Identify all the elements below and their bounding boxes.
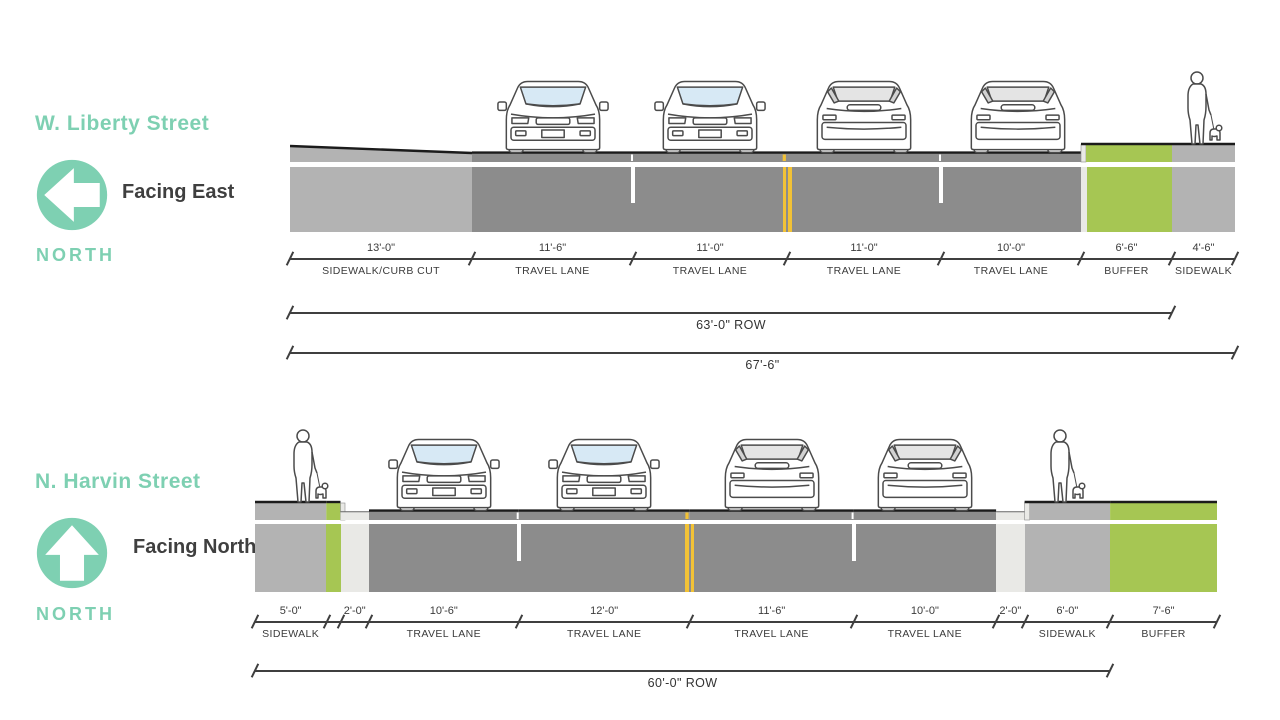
lane-strip xyxy=(472,167,633,232)
dimension-line xyxy=(255,621,1217,623)
curb-edge-strip xyxy=(1081,167,1087,232)
lane-divider-white xyxy=(516,524,521,561)
pedestrian-with-dog-icon xyxy=(1046,428,1086,506)
pedestrian-with-dog-icon xyxy=(289,428,329,506)
car-front-icon xyxy=(548,435,660,513)
elevation-band xyxy=(289,142,1235,164)
sidewalk-strip xyxy=(1024,524,1111,592)
dimension-value: 10'-0" xyxy=(910,605,939,617)
car-front-icon xyxy=(388,435,500,513)
dimension-value: 6'-0" xyxy=(1056,605,1079,617)
lane-strip xyxy=(518,524,690,592)
curb-strip xyxy=(996,524,1025,592)
buffer-strip xyxy=(1110,524,1217,592)
dimension-value: 2'-0" xyxy=(999,605,1022,617)
segment-dimensions: 13'-0" SIDEWALK/CURB CUT 11'-6" TRAVEL LANE… xyxy=(285,0,1239,720)
dimension-line xyxy=(255,670,1111,672)
dimension-value: 6'-6" xyxy=(1115,242,1138,254)
car-rear-icon xyxy=(869,435,981,513)
dimension-value: 11'-0" xyxy=(850,242,878,254)
dimension-label: BUFFER xyxy=(1104,265,1149,277)
dimension-label: TRAVEL LANE xyxy=(515,265,590,277)
dimension-value: 12'-0" xyxy=(590,605,619,617)
street-section-harvin: 5'-0" SIDEWALK 2'-0" 10'-6" TRAVEL LANE 12'-0… xyxy=(250,0,1221,720)
row-dimension: 63'-0" ROW xyxy=(285,0,1235,720)
row-dimension: 60'-0" ROW xyxy=(250,0,1217,720)
dimension-label: TRAVEL LANE xyxy=(973,265,1049,277)
dimension-label: TRAVEL LANE xyxy=(406,628,482,640)
street-title-liberty: W. Liberty Street xyxy=(35,112,210,135)
street-section-liberty: 13'-0" SIDEWALK/CURB CUT 11'-6" TRAVEL LANE… xyxy=(285,0,1239,720)
car-rear-icon xyxy=(962,77,1074,155)
plan-band xyxy=(255,524,1217,592)
segment-dimensions: 5'-0" SIDEWALK 2'-0" 10'-6" TRAVEL LANE 12'-0… xyxy=(250,0,1221,720)
car-front-icon xyxy=(654,77,766,155)
center-line-yellow xyxy=(788,167,792,232)
pedestrian-with-dog-icon xyxy=(1183,70,1223,148)
lane-strip xyxy=(689,524,854,592)
elevation-band xyxy=(255,500,1217,522)
dimension-label: SIDEWALK xyxy=(1174,265,1233,277)
facing-label-harvin: Facing North xyxy=(133,536,257,558)
dimension-label: SIDEWALK xyxy=(262,628,320,640)
plan-band xyxy=(290,167,1235,232)
dimension-value: 10'-0" xyxy=(996,242,1026,254)
north-label-liberty: NORTH xyxy=(36,245,115,265)
dimension-value: 2'-0" xyxy=(343,605,366,617)
dimension-label: TRAVEL LANE xyxy=(566,628,642,640)
car-rear-icon xyxy=(716,435,828,513)
lane-strip xyxy=(633,167,787,232)
row-dimension-label: 63'-0" ROW xyxy=(696,318,766,332)
dimension-value: 4'-6" xyxy=(1192,242,1215,254)
dimension-label: SIDEWALK xyxy=(1038,628,1096,640)
lane-divider-white xyxy=(631,167,635,203)
total-dimension: 67'-6" xyxy=(285,0,1239,720)
north-label-harvin: NORTH xyxy=(36,604,115,624)
lane-divider-white xyxy=(851,524,856,561)
dimension-value: 11'-0" xyxy=(696,242,724,254)
sidewalk-strip xyxy=(1172,167,1235,232)
lane-divider-white xyxy=(939,167,943,203)
lane-strip xyxy=(787,167,941,232)
buffer-strip xyxy=(1087,167,1172,232)
dimension-label: BUFFER xyxy=(1141,628,1186,640)
dimension-label: SIDEWALK/CURB CUT xyxy=(322,265,440,277)
north-arrow-left-icon xyxy=(36,159,108,231)
lane-strip xyxy=(853,524,997,592)
dimension-label: TRAVEL LANE xyxy=(887,628,963,640)
dimension-label: TRAVEL LANE xyxy=(672,265,748,277)
curb-strip xyxy=(340,524,369,592)
dimension-value: 10'-6" xyxy=(429,605,458,617)
dimension-label: TRAVEL LANE xyxy=(826,265,902,277)
row-dimension-label: 60'-0" ROW xyxy=(647,676,718,690)
dimension-line xyxy=(290,258,1235,260)
dimension-label: TRAVEL LANE xyxy=(734,628,809,640)
dimension-value: 5'-0" xyxy=(279,605,302,617)
lane-strip xyxy=(369,524,519,592)
center-line-yellow xyxy=(685,524,689,592)
dimension-value: 13'-0" xyxy=(366,242,396,254)
dimension-value: 7'-6" xyxy=(1152,605,1175,617)
center-line-yellow xyxy=(782,167,786,232)
greenstrip-strip xyxy=(326,524,341,592)
lane-strip xyxy=(941,167,1081,232)
car-rear-icon xyxy=(808,77,920,155)
total-dimension-label: 67'-6" xyxy=(745,358,780,372)
dimension-line xyxy=(290,352,1235,354)
car-front-icon xyxy=(497,77,609,155)
sidewalk-strip xyxy=(290,167,472,232)
center-line-yellow xyxy=(690,524,695,592)
facing-label-liberty: Facing East xyxy=(122,181,235,203)
sidewalk-strip xyxy=(255,524,327,592)
north-arrow-up-icon xyxy=(36,517,108,589)
dimension-line xyxy=(290,312,1172,314)
dimension-value: 11'-6" xyxy=(758,605,786,617)
dimension-value: 11'-6" xyxy=(538,242,567,254)
street-title-harvin: N. Harvin Street xyxy=(35,470,201,493)
